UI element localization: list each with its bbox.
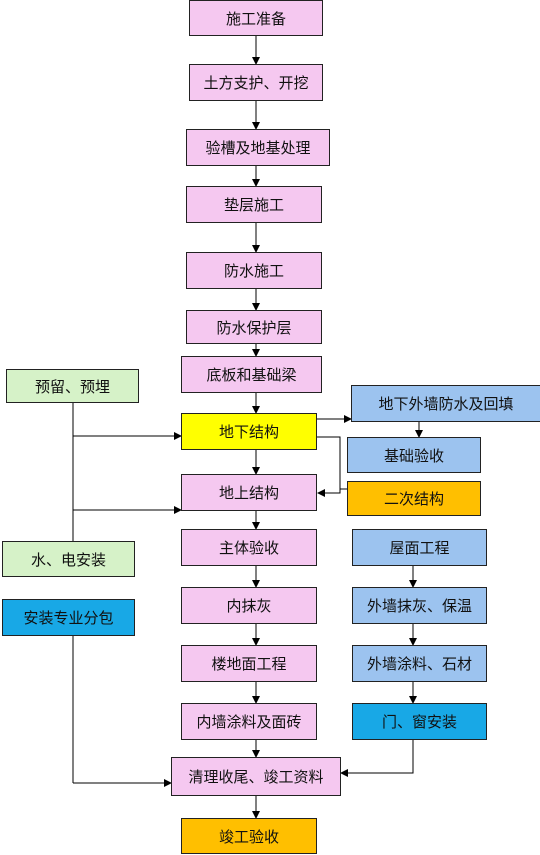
node-plaster: 内抹灰 [181, 587, 317, 624]
node-slab: 底板和基础梁 [181, 356, 322, 393]
node-reserve: 预留、预埋 [6, 369, 139, 403]
node-ext-wall: 地下外墙防水及回填 [351, 385, 540, 422]
node-underground: 地下结构 [181, 413, 317, 450]
node-ext-plaster: 外墙抹灰、保温 [352, 587, 487, 624]
node-install-sub: 安装专业分包 [2, 599, 135, 636]
node-earthwork: 土方支护、开挖 [189, 64, 323, 101]
node-floor: 楼地面工程 [181, 645, 317, 682]
node-secondary: 二次结构 [347, 481, 481, 516]
node-water-elec: 水、电安装 [2, 541, 135, 577]
node-int-paint: 内墙涂料及面砖 [181, 703, 317, 740]
node-waterproof: 防水施工 [186, 252, 322, 289]
node-trench: 验槽及地基处理 [186, 129, 330, 166]
node-prep: 施工准备 [189, 0, 323, 36]
node-foundation-acceptance: 基础验收 [347, 437, 481, 473]
node-cushion: 垫层施工 [186, 186, 322, 223]
arrow-doors-cleanup [340, 740, 414, 777]
node-doors: 门、窗安装 [352, 703, 487, 740]
node-waterproof-protect: 防水保护层 [186, 310, 322, 344]
arrow-underground-aboveground-side [317, 436, 341, 497]
node-ext-paint: 外墙涂料、石材 [352, 645, 487, 682]
node-roof: 屋面工程 [352, 529, 487, 566]
node-cleanup: 清理收尾、竣工资料 [171, 757, 341, 796]
node-aboveground: 地上结构 [181, 474, 317, 511]
node-completion: 竣工验收 [181, 818, 317, 854]
node-main-acceptance: 主体验收 [181, 529, 317, 566]
